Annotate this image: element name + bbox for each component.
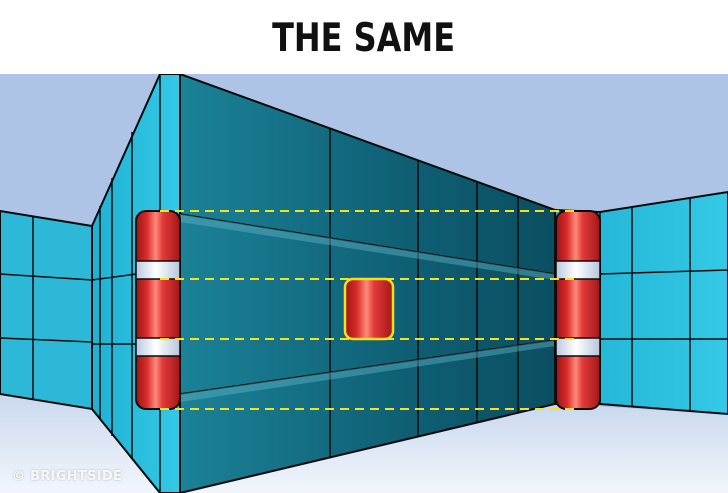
floor-right (180, 404, 728, 493)
far-left-wall (0, 209, 93, 411)
title-bar: THE SAME (0, 0, 728, 74)
center-cylinder (343, 277, 395, 341)
illusion-scene (0, 74, 728, 493)
title: THE SAME (272, 15, 456, 61)
floor (0, 394, 180, 493)
guide-lines (160, 210, 580, 410)
right-cylinder (555, 210, 601, 410)
brightside-watermark: © BRIGHTSIDE (12, 469, 123, 484)
left-cylinder (135, 210, 181, 410)
